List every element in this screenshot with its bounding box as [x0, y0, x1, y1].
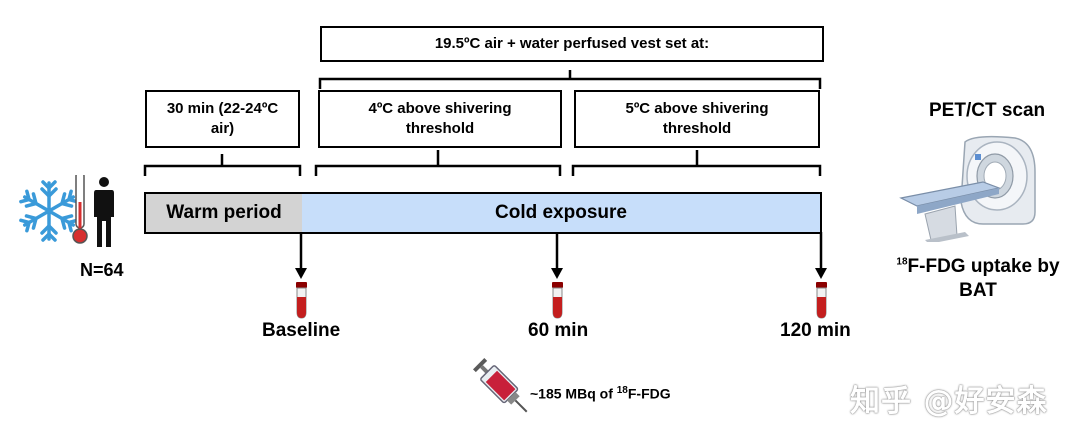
blood-tube-icon: [296, 282, 307, 319]
cold-condition-box-2: 5ºC above shivering threshold: [574, 90, 820, 148]
arrow-120min: [815, 232, 827, 279]
scan-uptake-suffix: F-FDG uptake by: [907, 256, 1060, 277]
arrow-60min: [551, 232, 563, 279]
cold-exposure-label: Cold exposure: [495, 202, 627, 223]
cold-condition-label-1: 4ºC above shivering threshold: [368, 100, 512, 137]
warm-period-label: Warm period: [166, 202, 282, 223]
scan-title: PET/CT scan: [929, 100, 1046, 121]
warm-condition-box: 30 min (22-24ºC air): [145, 90, 300, 148]
syringe-icon: [473, 358, 528, 413]
blood-tube-icon: [816, 282, 827, 319]
timepoint-120min: 120 min: [780, 320, 851, 341]
subjects-count: N=64: [80, 260, 124, 280]
person-icon: [94, 177, 114, 247]
cold-brace-1: [314, 150, 562, 176]
subject-icons: [18, 175, 114, 247]
timepoint-baseline: Baseline: [262, 320, 341, 341]
top-condition-label: 19.5ºC air + water perfused vest set at:: [434, 35, 710, 52]
warm-brace: [143, 154, 302, 176]
scan-uptake-line2: BAT: [959, 280, 997, 301]
warm-condition-label: 30 min (22-24ºC air): [166, 100, 279, 137]
scan-uptake: 18F-FDG uptake by BAT: [886, 256, 1070, 302]
thermometer-icon: [72, 175, 88, 244]
pet-ct-scanner-icon: [899, 135, 1036, 242]
arrow-baseline: [295, 232, 307, 279]
injection-isotope: 18: [616, 385, 628, 396]
injection-prefix: ~185 MBq of: [530, 385, 617, 402]
blood-tube-icon: [552, 282, 563, 319]
injection-suffix: F-FDG: [627, 385, 671, 402]
cold-brace-2: [571, 150, 822, 176]
watermark-text: 知乎 @好安森: [850, 384, 1048, 419]
injection-dose: ~185 MBq of 18F-FDG: [530, 385, 671, 402]
top-condition-box: 19.5ºC air + water perfused vest set at:: [320, 26, 824, 62]
cold-condition-label-2: 5ºC above shivering threshold: [625, 100, 769, 137]
top-brace: [318, 70, 822, 89]
timepoint-60min: 60 min: [528, 320, 589, 341]
cold-condition-box-1: 4ºC above shivering threshold: [318, 90, 562, 148]
scan-uptake-line1: 18F-FDG uptake by: [886, 256, 1070, 278]
snowflake-icon: [18, 180, 80, 242]
warm-period-bar: Warm period: [144, 192, 304, 234]
scan-uptake-isotope: 18: [896, 256, 908, 268]
cold-exposure-bar: Cold exposure: [302, 192, 822, 234]
